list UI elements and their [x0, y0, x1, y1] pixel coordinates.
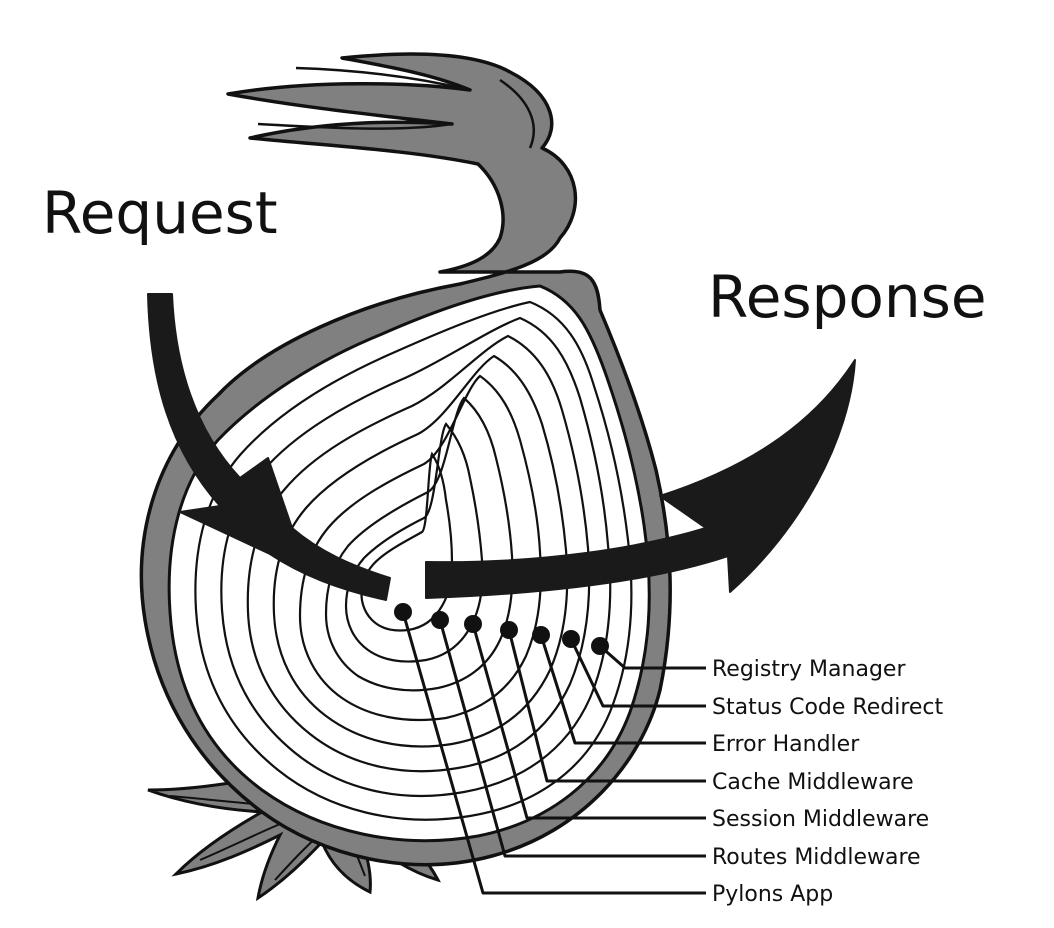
layer-label-routes-middleware: Routes Middleware — [712, 845, 921, 870]
layer-dot — [464, 615, 482, 633]
layer-dot — [394, 603, 412, 621]
leader-error-handler — [539, 634, 706, 745]
leader-session-middleware — [471, 623, 706, 820]
request-label: Request — [42, 179, 278, 247]
leader-routes-middleware — [438, 619, 706, 858]
layer-dot — [532, 626, 550, 644]
layer-dot — [562, 630, 580, 648]
layer-label-error-handler: Error Handler — [712, 732, 860, 757]
layer-label-status-code-redirect: Status Code Redirect — [712, 695, 944, 720]
request-arrow — [147, 293, 391, 601]
leaders — [394, 603, 706, 895]
leader-cache-middleware — [507, 629, 706, 783]
leader-status-code-redirect — [569, 638, 706, 708]
layer-label-session-middleware: Session Middleware — [712, 807, 929, 832]
response-arrow — [425, 359, 856, 599]
layer-label-pylons-app: Pylons App — [712, 882, 833, 907]
layer-label-registry-manager: Registry Manager — [712, 657, 906, 682]
onion-rings — [194, 300, 633, 821]
layer-dot — [500, 621, 518, 639]
leader-pylons-app — [401, 611, 706, 895]
layer-dot — [591, 637, 609, 655]
layer-dot — [431, 611, 449, 629]
response-label: Response — [708, 263, 987, 331]
leader-registry-manager — [599, 644, 706, 670]
layer-labels: Registry Manager Status Code Redirect Er… — [712, 657, 944, 907]
layer-label-cache-middleware: Cache Middleware — [712, 770, 914, 795]
